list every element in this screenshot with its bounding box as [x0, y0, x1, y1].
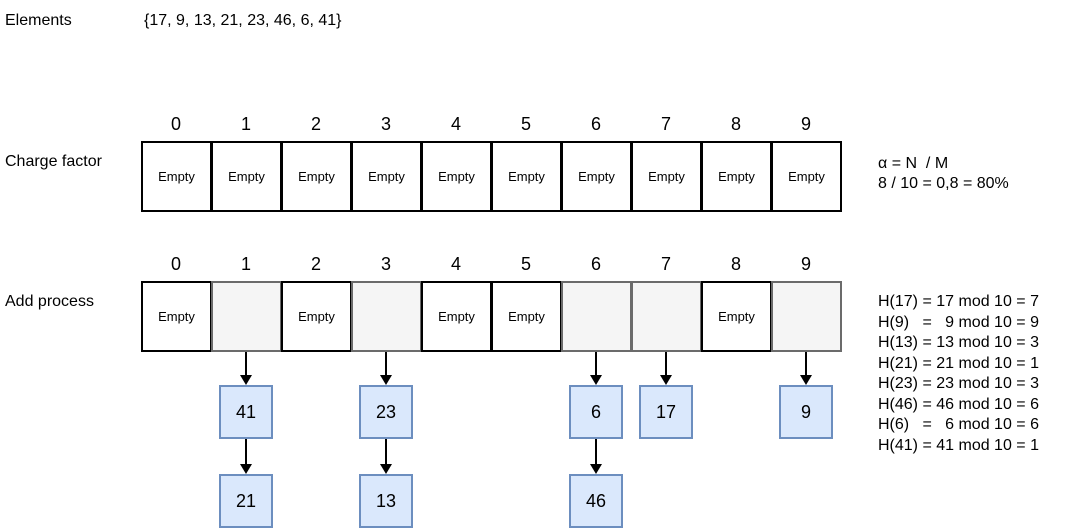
bucket-text: Empty	[438, 309, 475, 324]
chain-arrow-head	[380, 464, 392, 474]
chain-node: 46	[569, 474, 623, 528]
chain-node: 6	[569, 385, 623, 439]
hash-bucket: Empty	[561, 141, 632, 212]
hash-bucket: Empty	[141, 141, 212, 212]
index-label: 5	[520, 114, 531, 134]
chain-arrow-head	[800, 375, 812, 385]
hash-line: H(9) = 9 mod 10 = 9	[878, 313, 1039, 331]
bucket-text: Empty	[228, 169, 265, 184]
index-label: 8	[730, 114, 741, 134]
bucket-text: Empty	[438, 169, 475, 184]
elements-label: Elements	[5, 12, 72, 29]
index-label: 7	[660, 254, 671, 274]
hash-line: H(21) = 21 mod 10 = 1	[878, 354, 1039, 372]
bucket-text: Empty	[648, 169, 685, 184]
charge-factor-label: Charge factor	[5, 153, 102, 170]
chain-node: 17	[639, 385, 693, 439]
index-label: 6	[590, 254, 601, 274]
bucket-text: Empty	[298, 169, 335, 184]
index-label: 0	[170, 254, 181, 274]
bucket-text: Empty	[368, 169, 405, 184]
index-label: 4	[450, 254, 461, 274]
chain-node: 23	[359, 385, 413, 439]
hash-bucket: Empty	[701, 281, 772, 352]
chain-node: 21	[219, 474, 273, 528]
index-label: 4	[450, 114, 461, 134]
hash-bucket: Empty	[421, 141, 492, 212]
index-label: 0	[170, 114, 181, 134]
hash-bucket: Empty	[351, 141, 422, 212]
index-label: 8	[730, 254, 741, 274]
elements-set: {17, 9, 13, 21, 23, 46, 6, 41}	[144, 12, 342, 29]
hash-bucket: Empty	[281, 141, 352, 212]
index-label: 9	[800, 254, 811, 274]
hash-bucket: Empty	[281, 281, 352, 352]
hash-bucket: Empty	[701, 141, 772, 212]
hash-bucket	[771, 281, 842, 352]
hash-bucket: Empty	[491, 281, 562, 352]
hash-line: H(13) = 13 mod 10 = 3	[878, 334, 1039, 351]
bucket-text: Empty	[788, 169, 825, 184]
chain-arrow-head	[590, 464, 602, 474]
index-label: 2	[310, 254, 321, 274]
index-label: 1	[240, 114, 251, 134]
bucket-text: Empty	[508, 309, 545, 324]
hash-line: H(6) = 6 mod 10 = 6	[878, 416, 1039, 433]
chain-arrow-head	[660, 375, 672, 385]
chain-arrow-head	[240, 464, 252, 474]
load-factor-formula: α = N / M	[878, 155, 949, 172]
load-factor-result: 8 / 10 = 0,8 = 80%	[878, 175, 1009, 192]
chain-node: 13	[359, 474, 413, 528]
index-label: 9	[800, 114, 811, 134]
index-label: 2	[310, 114, 321, 134]
hash-bucket	[351, 281, 422, 352]
hash-line: H(41) = 41 mod 10 = 1	[878, 436, 1039, 454]
bucket-text: Empty	[158, 309, 195, 324]
bucket-text: Empty	[718, 169, 755, 184]
hash-bucket: Empty	[141, 281, 212, 352]
bucket-text: Empty	[298, 309, 335, 324]
hash-bucket: Empty	[631, 141, 702, 212]
chain-arrow-head	[380, 375, 392, 385]
index-label: 5	[520, 254, 531, 274]
index-label: 3	[380, 114, 391, 134]
index-label: 6	[590, 114, 601, 134]
index-label: 7	[660, 114, 671, 134]
hash-bucket: Empty	[771, 141, 842, 212]
bucket-text: Empty	[578, 169, 615, 184]
hash-bucket: Empty	[421, 281, 492, 352]
bucket-text: Empty	[508, 169, 545, 184]
index-label: 1	[240, 254, 251, 274]
hash-line: H(23) = 23 mod 10 = 3	[878, 375, 1039, 392]
bucket-text: Empty	[158, 169, 195, 184]
hash-line: H(17) = 17 mod 10 = 7	[878, 293, 1039, 310]
bucket-text: Empty	[718, 309, 755, 324]
hash-line: H(46) = 46 mod 10 = 6	[878, 395, 1039, 413]
chain-node: 41	[219, 385, 273, 439]
add-process-label: Add process	[5, 293, 94, 310]
chain-arrow-head	[590, 375, 602, 385]
hash-bucket	[561, 281, 632, 352]
index-label: 3	[380, 254, 391, 274]
hash-bucket: Empty	[211, 141, 282, 212]
hash-bucket: Empty	[491, 141, 562, 212]
chain-node: 9	[779, 385, 833, 439]
chain-arrow-head	[240, 375, 252, 385]
